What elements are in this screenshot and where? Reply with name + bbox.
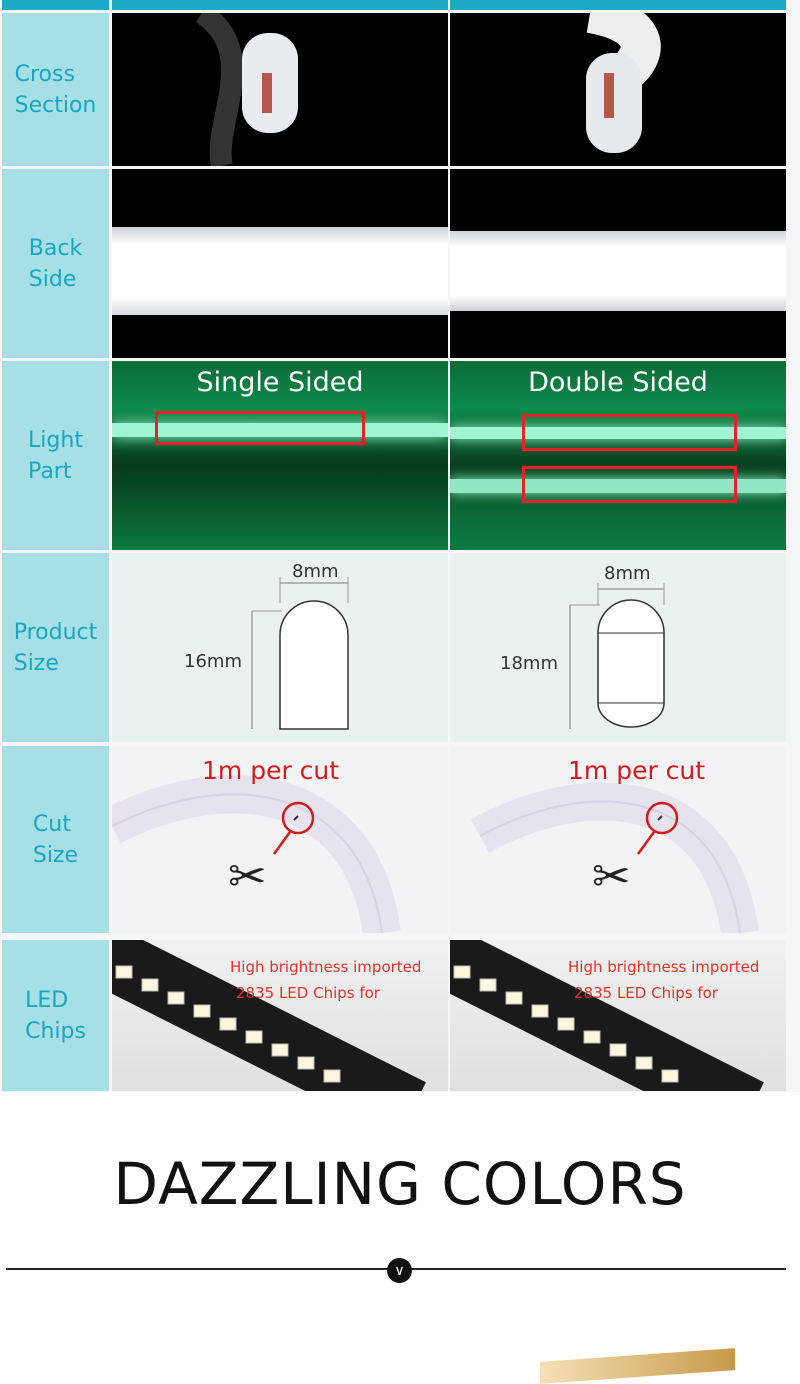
product-size-left-diagram: 8mm 16mm (112, 553, 448, 742)
led-chips-line1: High brightness imported (568, 958, 760, 976)
row-label-cut-size: Cut Size (2, 746, 109, 933)
section-title: DAZZLING COLORS (113, 1150, 687, 1218)
row-label-cross-section: Cross Section (2, 13, 109, 166)
double-sided-caption: Double Sided (528, 367, 708, 398)
scissors-icon: ✂ (228, 849, 267, 903)
row-label-product-size: Product Size (2, 553, 109, 742)
highlight-box (522, 466, 737, 503)
led-chips-text-right: High brightness imported 2835 LED Chips … (568, 954, 759, 1006)
header-strip (450, 0, 786, 10)
decorative-gold-strip (540, 1348, 735, 1384)
height-label: 16mm (184, 651, 242, 672)
cut-size-left-photo: ✂ 1m per cut (112, 746, 448, 933)
back-side-left-photo (112, 169, 448, 358)
cut-caption-right: 1m per cut (568, 756, 706, 785)
chevron-down-icon: ∨ (387, 1258, 412, 1283)
row-label-back-side: Back Side (2, 169, 109, 358)
product-size-right-diagram: 8mm 18mm (450, 553, 786, 742)
light-part-double-photo: Double Sided (450, 361, 786, 550)
led-chips-line1: High brightness imported (230, 958, 422, 976)
cut-caption-left: 1m per cut (202, 756, 340, 785)
led-chips-line2: 2835 LED Chips for (574, 984, 718, 1002)
row-label-led-chips: LED Chips (2, 940, 109, 1091)
header-strip (2, 0, 109, 10)
highlight-box (522, 414, 737, 451)
led-chips-text-left: High brightness imported 2835 LED Chips … (230, 954, 421, 1006)
led-chips-left-photo: High brightness imported 2835 LED Chips … (112, 940, 448, 1091)
comparison-table: Cross Section Back Side Light Part Singl… (0, 0, 800, 1092)
highlight-box (155, 411, 365, 445)
cross-section-left-photo (112, 13, 448, 166)
cross-section-right-photo (450, 13, 786, 166)
led-chips-line2: 2835 LED Chips for (236, 984, 380, 1002)
cut-size-right-photo: ✂ 1m per cut (450, 746, 786, 933)
led-chips-right-photo: High brightness imported 2835 LED Chips … (450, 940, 786, 1091)
height-label: 18mm (500, 653, 558, 674)
row-label-light-part: Light Part (2, 361, 109, 550)
light-part-single-photo: Single Sided (112, 361, 448, 550)
single-sided-caption: Single Sided (196, 367, 364, 398)
width-label: 8mm (604, 563, 651, 584)
scissors-icon: ✂ (592, 849, 631, 903)
back-side-right-photo (450, 169, 786, 358)
header-strip (112, 0, 448, 10)
width-label: 8mm (292, 561, 339, 582)
